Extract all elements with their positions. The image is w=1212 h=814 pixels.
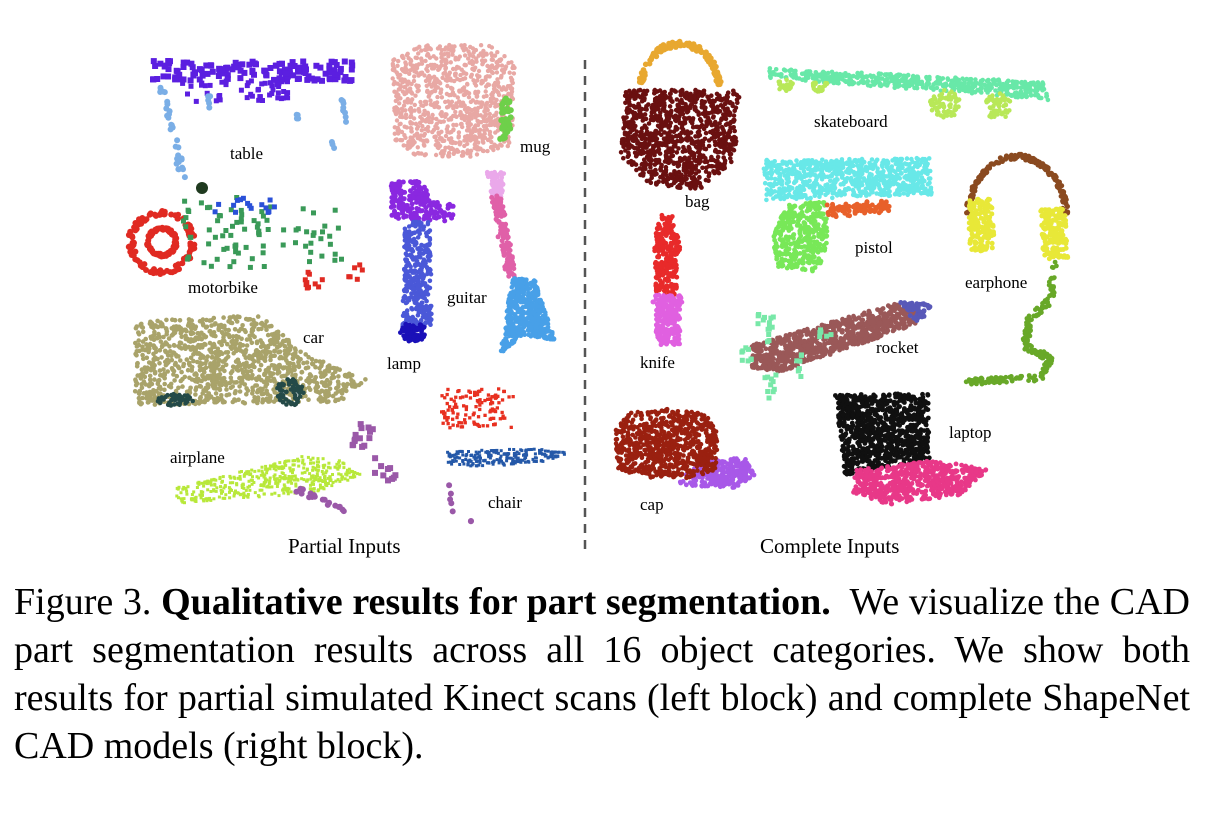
earphone-pointcloud [963, 151, 1071, 387]
figure: table mug motorbike car lamp guitar airp… [125, 38, 1071, 558]
label-airplane: airplane [170, 448, 225, 467]
label-earphone: earphone [965, 273, 1027, 292]
label-rocket: rocket [876, 338, 919, 357]
guitar-pointcloud [484, 169, 557, 354]
skateboard-pointcloud [767, 66, 1051, 120]
left-block-label: Partial Inputs [288, 534, 401, 558]
label-bag: bag [685, 192, 710, 211]
point-clouds [125, 38, 1071, 525]
label-car: car [303, 328, 324, 347]
label-cap: cap [640, 495, 664, 514]
laptop-pointcloud [833, 391, 989, 507]
table-pointcloud [150, 58, 356, 181]
cap-pointcloud [613, 406, 757, 490]
bag-pointcloud [618, 38, 742, 191]
label-chair: chair [488, 493, 522, 512]
airplane-pointcloud [175, 421, 399, 515]
motorbike-pointcloud [125, 182, 365, 291]
caption-prefix: Figure 3. [14, 581, 152, 623]
label-motorbike: motorbike [188, 278, 258, 297]
label-lamp: lamp [387, 354, 421, 373]
label-guitar: guitar [447, 288, 487, 307]
segmentation-figure: table mug motorbike car lamp guitar airp… [125, 38, 1071, 558]
label-table: table [230, 144, 263, 163]
label-knife: knife [640, 353, 675, 372]
label-pistol: pistol [855, 238, 893, 257]
caption-body: We visualize the CAD part segmentation r… [14, 581, 1190, 767]
label-skateboard: skateboard [814, 112, 888, 131]
label-mug: mug [520, 137, 551, 156]
pistol-pointcloud [761, 155, 934, 274]
right-block-label: Complete Inputs [760, 534, 899, 558]
knife-pointcloud [650, 212, 685, 348]
car-pointcloud [132, 314, 368, 408]
chair-pointcloud [440, 387, 566, 525]
mug-pointcloud [390, 42, 517, 159]
caption-title: Qualitative results for part segmentatio… [161, 581, 831, 623]
label-laptop: laptop [949, 423, 992, 442]
lamp-pointcloud [388, 179, 456, 344]
rocket-pointcloud [739, 300, 933, 401]
figure-caption: Figure 3. Qualitative results for part s… [14, 578, 1190, 770]
